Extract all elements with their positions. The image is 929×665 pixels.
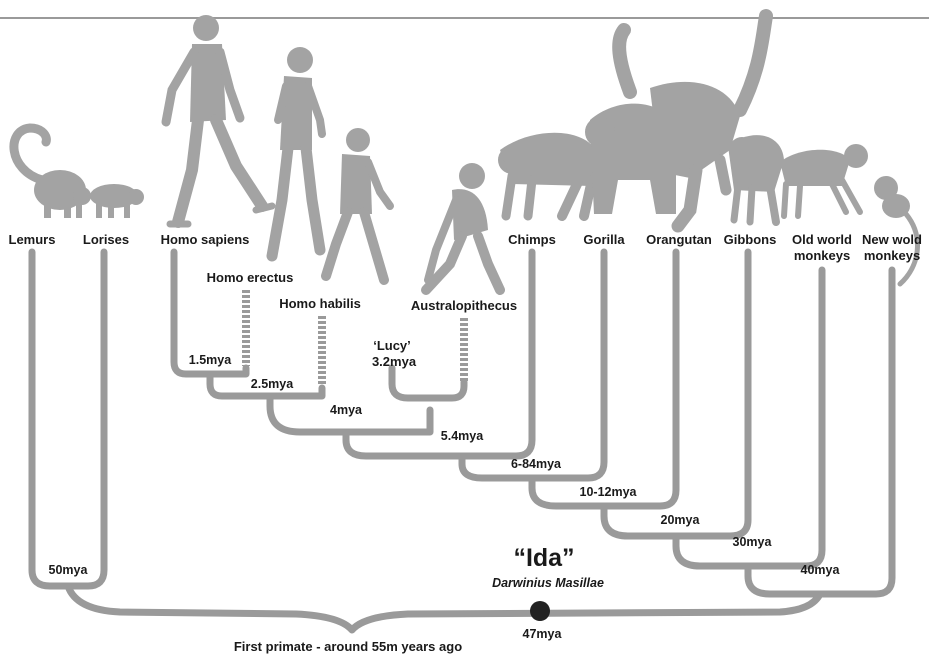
label-homo-habilis: Homo habilis — [279, 296, 361, 311]
branch-humans — [170, 248, 250, 378]
label-gibbons: Gibbons — [724, 232, 777, 247]
age-50: 50mya — [49, 563, 89, 577]
age-40: 40mya — [801, 563, 841, 577]
label-lorises: Lorises — [83, 232, 129, 247]
ida-title: “Ida” — [513, 544, 574, 572]
lemur-silhouette-icon — [9, 123, 91, 218]
gibbon-silhouette-icon — [728, 135, 784, 226]
label-new-world: New wold — [862, 232, 922, 247]
age-1-5: 1.5mya — [189, 353, 232, 367]
ida-age: 47mya — [523, 627, 563, 641]
first-primate-caption: First primate - around 55m years ago — [234, 639, 462, 654]
branch-lemur-loris — [28, 248, 108, 590]
branch-old-world — [672, 266, 826, 570]
australopithecus-silhouette-icon — [421, 163, 505, 295]
label-lemurs: Lemurs — [9, 232, 56, 247]
taxon-labels: Lemurs Lorises Homo sapiens Homo erectus… — [9, 232, 923, 369]
gorilla-silhouette-icon — [585, 103, 676, 214]
new-world-monkey-silhouette-icon — [874, 176, 920, 287]
chimp-silhouette-icon — [498, 132, 597, 221]
homo-sapiens-silhouette-icon — [161, 15, 276, 228]
age-30: 30mya — [733, 535, 773, 549]
ida-marker — [530, 601, 550, 621]
old-world-monkey-silhouette-icon — [780, 144, 868, 219]
branch-chimp — [342, 248, 536, 460]
homo-erectus-silhouette-icon — [266, 47, 326, 262]
label-lucy-age: 3.2mya — [372, 354, 417, 369]
label-old-world: Old world — [792, 232, 852, 247]
age-5-4: 5.4mya — [441, 429, 484, 443]
tree-branches — [28, 248, 896, 634]
age-6-84: 6-84mya — [511, 457, 562, 471]
label-gorilla: Gorilla — [583, 232, 625, 247]
label-australopithecus: Australopithecus — [411, 298, 517, 313]
age-20: 20mya — [661, 513, 701, 527]
label-chimps: Chimps — [508, 232, 556, 247]
divergence-labels: 1.5mya 2.5mya 4mya 5.4mya 6-84mya 10-12m… — [49, 353, 841, 577]
orangutan-silhouette-icon — [612, 9, 773, 233]
label-homo-erectus: Homo erectus — [207, 270, 294, 285]
label-homo-sapiens: Homo sapiens — [161, 232, 250, 247]
branch-homo-2 — [266, 392, 434, 436]
branch-homo-1 — [206, 370, 326, 400]
homo-habilis-silhouette-icon — [321, 128, 394, 285]
label-old-world-monkeys: monkeys — [794, 248, 850, 263]
branch-base — [64, 582, 824, 634]
branch-lucy — [388, 364, 468, 402]
branch-orangutan — [528, 248, 680, 510]
label-orangutan: Orangutan — [646, 232, 712, 247]
loris-silhouette-icon — [90, 184, 144, 218]
silhouettes — [9, 9, 920, 295]
age-4: 4mya — [330, 403, 363, 417]
ida-species: Darwinius Masillae — [492, 576, 604, 590]
label-new-world-monkeys: monkeys — [864, 248, 920, 263]
age-2-5: 2.5mya — [251, 377, 294, 391]
age-10-12: 10-12mya — [580, 485, 638, 499]
label-lucy: ‘Lucy’ — [373, 338, 411, 353]
ida-annotation: “Ida” Darwinius Masillae 47mya — [492, 544, 604, 641]
